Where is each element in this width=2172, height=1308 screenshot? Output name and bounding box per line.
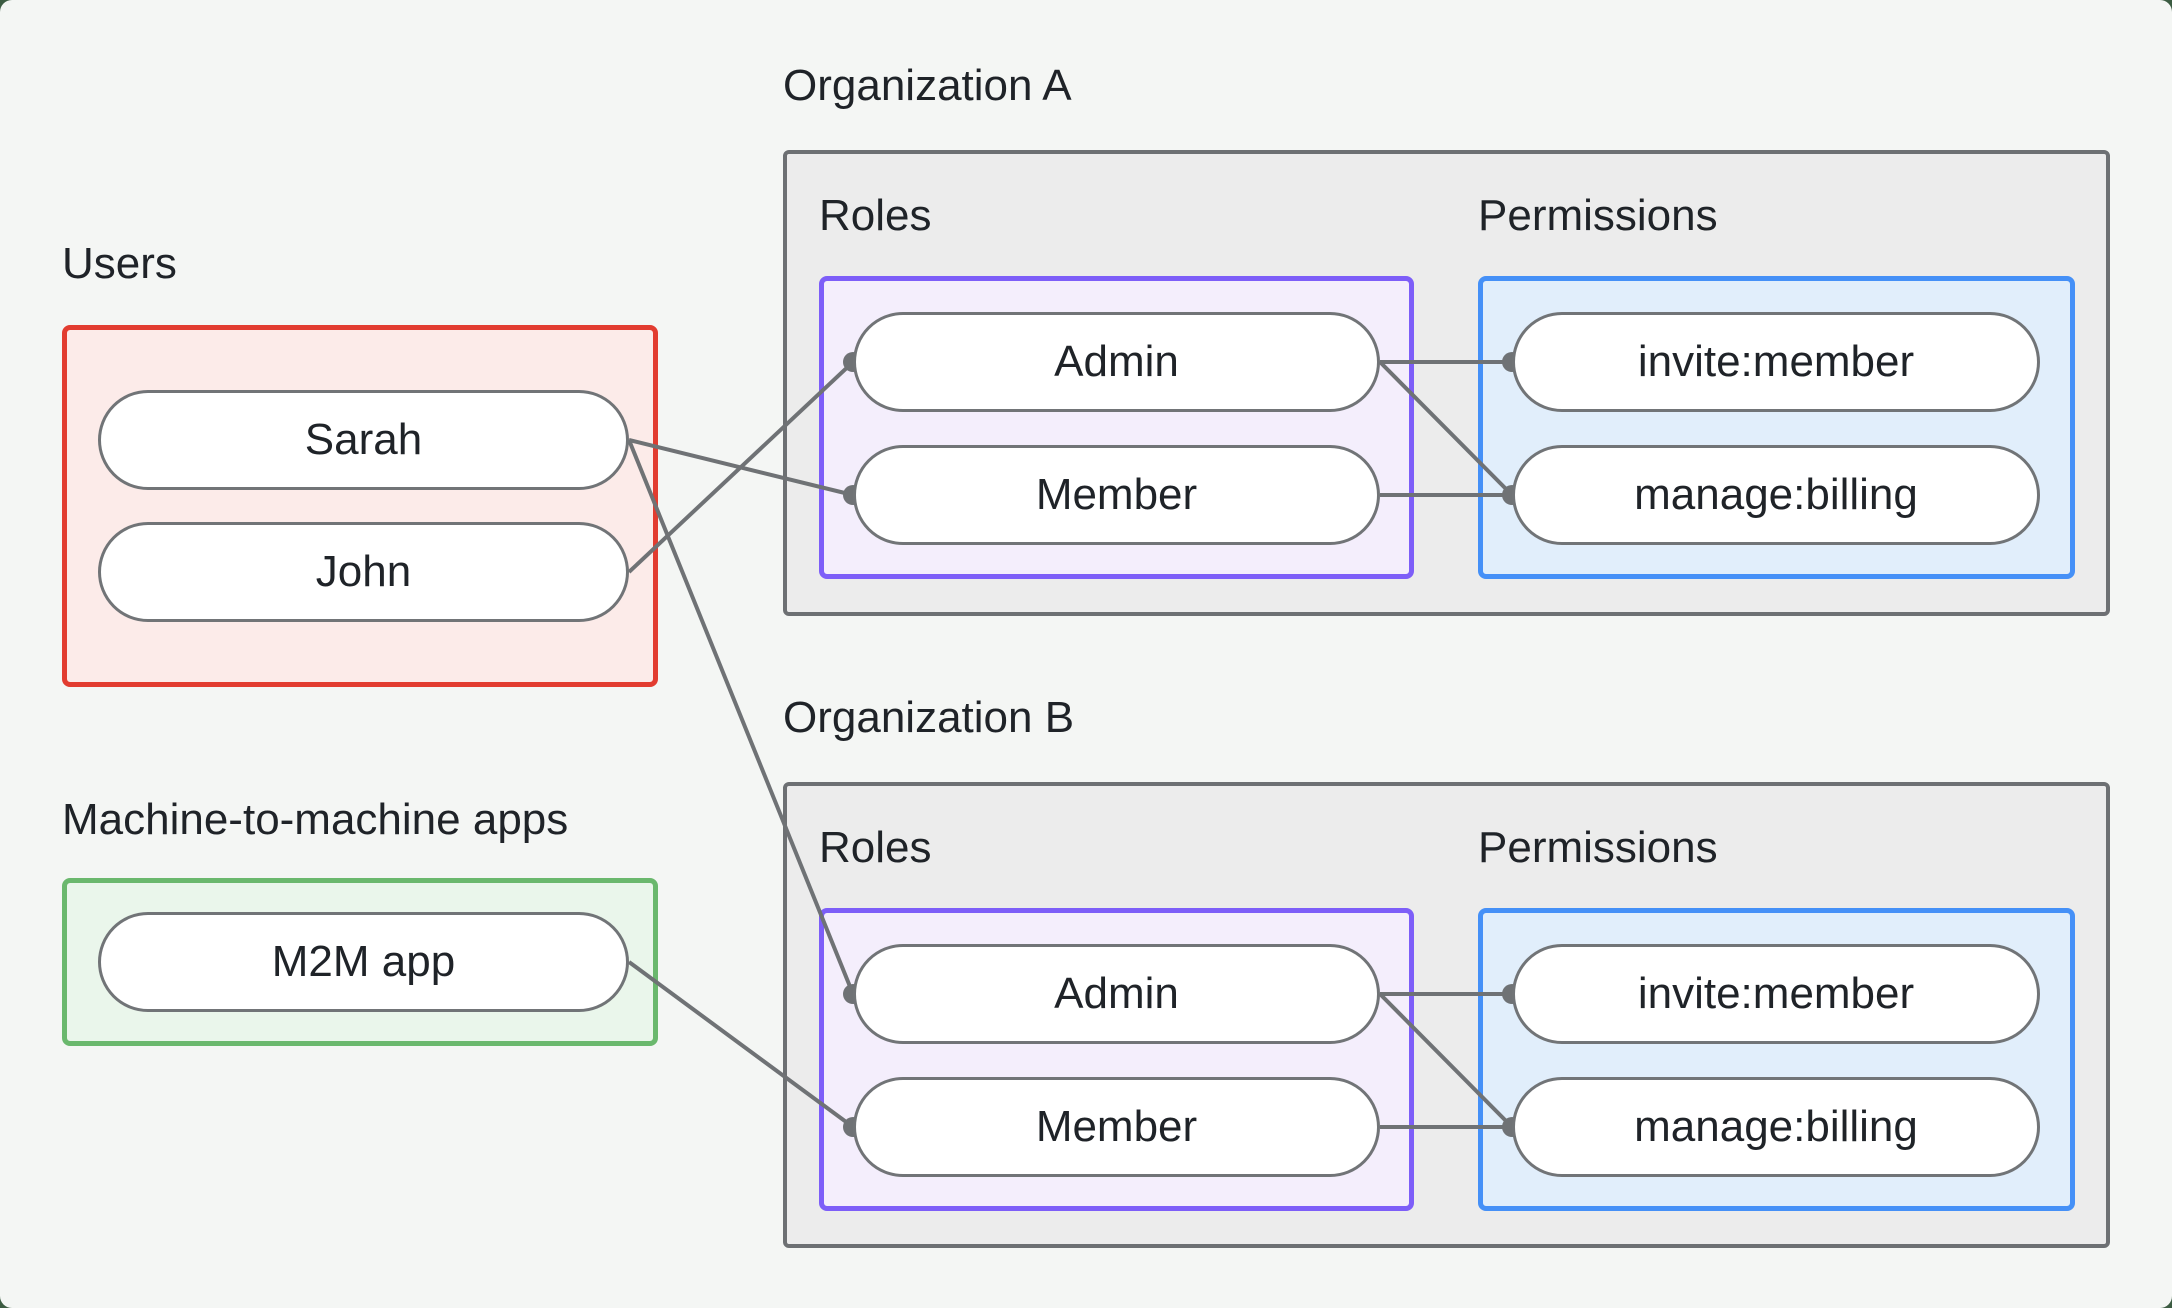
m2m-apps-label: Machine-to-machine apps bbox=[62, 795, 569, 844]
org-b-permission-manage-billing[interactable]: manage:billing bbox=[1512, 1077, 2040, 1177]
org-b-role-member[interactable]: Member bbox=[853, 1077, 1380, 1177]
user-node-sarah[interactable]: Sarah bbox=[98, 390, 629, 490]
org-a-role-member[interactable]: Member bbox=[853, 445, 1380, 545]
m2m-app-node[interactable]: M2M app bbox=[98, 912, 629, 1012]
org-b-roles-label: Roles bbox=[819, 823, 932, 872]
org-a-roles-label: Roles bbox=[819, 191, 932, 240]
users-label: Users bbox=[62, 239, 177, 288]
edge-sarah-to-org_b_admin_in bbox=[627, 439, 855, 995]
org-a-title: Organization A bbox=[783, 61, 1072, 110]
edge-john-to-org_a_admin_in bbox=[627, 360, 855, 574]
user-node-john[interactable]: John bbox=[98, 522, 629, 622]
org-b-permissions-label: Permissions bbox=[1478, 823, 1718, 872]
org-a-permissions-label: Permissions bbox=[1478, 191, 1718, 240]
edge-m2m_app-to-org_b_member_in bbox=[627, 960, 855, 1129]
org-b-permission-invite-member[interactable]: invite:member bbox=[1512, 944, 2040, 1044]
org-b-role-admin[interactable]: Admin bbox=[853, 944, 1380, 1044]
org-a-permission-invite-member[interactable]: invite:member bbox=[1512, 312, 2040, 412]
org-b-title: Organization B bbox=[783, 693, 1075, 742]
org-a-role-admin[interactable]: Admin bbox=[853, 312, 1380, 412]
org-a-permission-manage-billing[interactable]: manage:billing bbox=[1512, 445, 2040, 545]
edge-org_b_admin_out-to-org_b_manage_in bbox=[1378, 992, 1514, 1129]
edge-org_a_admin_out-to-org_a_manage_in bbox=[1378, 360, 1514, 497]
users-box bbox=[62, 325, 658, 687]
